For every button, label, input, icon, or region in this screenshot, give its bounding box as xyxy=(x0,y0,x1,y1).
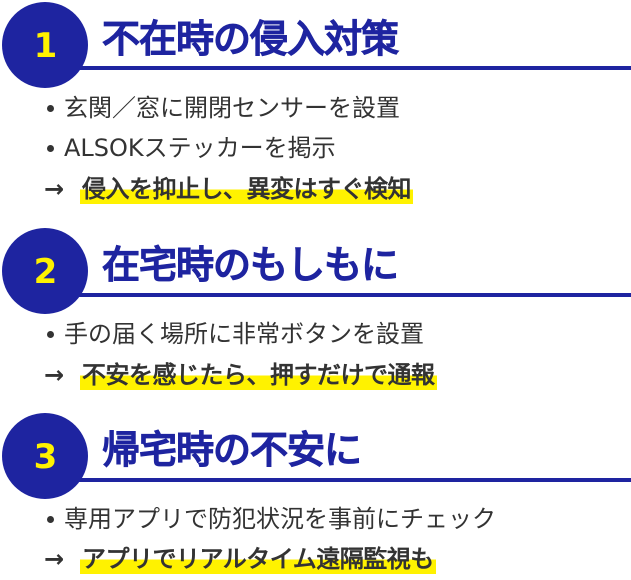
section-3-underline xyxy=(44,478,631,482)
section-1-bullet-2: ALSOKステッカーを掲示 xyxy=(44,133,336,163)
arrow-right-icon: → xyxy=(44,175,65,203)
bullet-dot-icon xyxy=(47,104,54,112)
section-3-number: 3 xyxy=(33,437,58,477)
section-1-bullet-1: 玄関／窓に開閉センサーを設置 xyxy=(44,93,400,123)
bullet-dot-icon xyxy=(47,144,54,152)
section-3-result: → アプリでリアルタイム遠隔監視も xyxy=(44,544,436,574)
bullet-text: ALSOKステッカーを掲示 xyxy=(64,134,336,162)
section-1-number-badge: 1 xyxy=(2,2,88,88)
section-3-bullet-1: 専用アプリで防犯状況を事前にチェック xyxy=(44,504,496,534)
bullet-dot-icon xyxy=(47,330,54,338)
arrow-right-icon: → xyxy=(44,545,65,573)
section-3-result-text: アプリでリアルタイム遠隔監視も xyxy=(80,544,436,574)
section-1-number: 1 xyxy=(33,26,58,66)
section-2-bullet-1: 手の届く場所に非常ボタンを設置 xyxy=(44,319,424,349)
section-1-result-text: 侵入を抑止し、異変はすぐ検知 xyxy=(80,174,413,204)
bullet-text: 専用アプリで防犯状況を事前にチェック xyxy=(64,505,496,533)
section-1-title: 不在時の侵入対策 xyxy=(102,17,400,62)
section-1-underline xyxy=(44,66,631,70)
bullet-text: 手の届く場所に非常ボタンを設置 xyxy=(64,320,424,348)
section-2-underline xyxy=(44,293,631,297)
section-2-result-text: 不安を感じたら、押すだけで通報 xyxy=(80,360,437,390)
section-3-title: 帰宅時の不安に xyxy=(102,428,363,473)
section-2-number-badge: 2 xyxy=(2,228,88,314)
section-2-result: → 不安を感じたら、押すだけで通報 xyxy=(44,360,437,390)
section-1-result: → 侵入を抑止し、異変はすぐ検知 xyxy=(44,174,413,204)
bullet-text: 玄関／窓に開閉センサーを設置 xyxy=(64,94,400,122)
arrow-right-icon: → xyxy=(44,361,65,389)
section-3-number-badge: 3 xyxy=(2,413,88,499)
section-2-title: 在宅時のもしもに xyxy=(102,243,400,288)
section-2-number: 2 xyxy=(33,252,58,292)
bullet-dot-icon xyxy=(47,515,54,523)
